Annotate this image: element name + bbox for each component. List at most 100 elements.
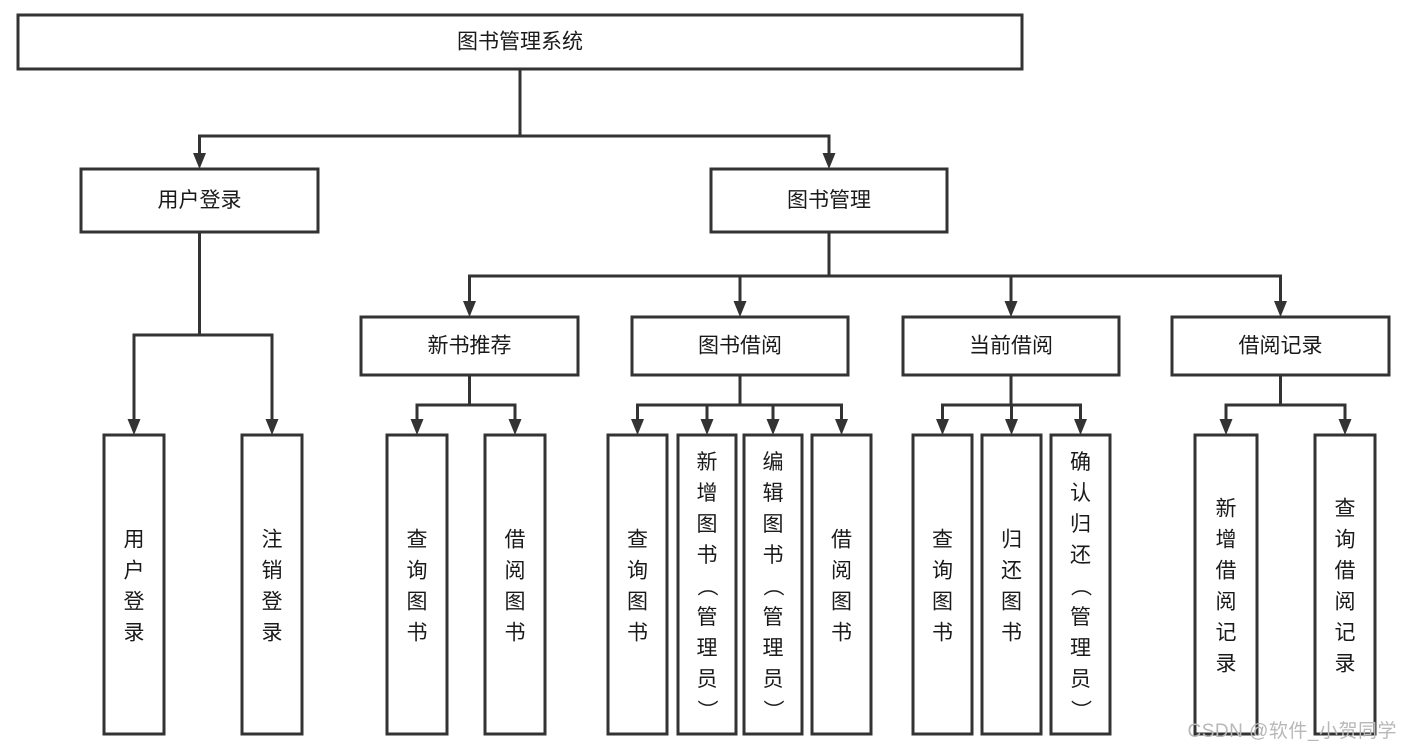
connector-group: [193, 67, 836, 169]
node-book-borrow[interactable]: 图书借阅: [630, 315, 850, 377]
connector-group: [1219, 373, 1352, 435]
node-label: 图书借阅: [698, 335, 782, 358]
node-label-char: 员: [1070, 668, 1091, 691]
node-label-char: 录: [1216, 653, 1237, 676]
node-box[interactable]: [630, 315, 850, 377]
node-label-char: 阅: [505, 560, 526, 583]
node-label-char: （: [695, 576, 718, 597]
node-label-char: 阅: [1335, 591, 1356, 614]
arrow-head-icon: [508, 419, 522, 435]
node-new-book-rec[interactable]: 新书推荐: [359, 315, 580, 377]
node-label: 借阅记录: [1239, 335, 1323, 358]
node-box[interactable]: [1049, 433, 1112, 736]
node-label-char: ）: [695, 700, 718, 721]
node-label-char: 阅: [831, 560, 852, 583]
node-box[interactable]: [606, 433, 669, 736]
node-box[interactable]: [16, 13, 1024, 71]
node-label-char: 管: [697, 606, 718, 629]
node-label: 图书管理: [787, 189, 871, 212]
node-label-char: 图: [697, 513, 718, 536]
node-box[interactable]: [240, 433, 304, 736]
arrow-head-icon: [1338, 419, 1352, 435]
node-label-char: 书: [932, 622, 953, 645]
node-label-char: 借: [505, 529, 526, 552]
node-box[interactable]: [980, 433, 1043, 736]
connector-group: [936, 373, 1087, 435]
node-label-char: 登: [124, 591, 145, 614]
node-box[interactable]: [911, 433, 974, 736]
arrow-head-icon: [835, 419, 848, 435]
node-box[interactable]: [1313, 433, 1377, 736]
node-book-manage[interactable]: 图书管理: [709, 167, 949, 234]
csdn-watermark: CSDN @软件_小贺同学: [1187, 721, 1397, 742]
node-label-char: 归: [1001, 529, 1022, 552]
node-label-char: 认: [1070, 482, 1091, 505]
node-label-char: 编: [763, 451, 784, 474]
node-label-char: 书: [763, 544, 784, 567]
node-label-char: （: [761, 576, 784, 597]
node-box[interactable]: [102, 433, 166, 736]
node-label-char: 图: [831, 591, 852, 614]
node-label-char: 户: [124, 560, 145, 583]
node-label-char: 询: [1335, 529, 1356, 552]
node-box[interactable]: [1170, 315, 1391, 377]
connectors-layer: [127, 67, 1352, 435]
arrow-head-icon: [1005, 419, 1018, 435]
node-box[interactable]: [359, 315, 580, 377]
node-box[interactable]: [709, 167, 949, 234]
node-label-char: 询: [627, 560, 648, 583]
node-label-char: 图: [932, 591, 953, 614]
node-box[interactable]: [901, 315, 1121, 377]
node-label-char: 图: [763, 513, 784, 536]
node-label-char: 询: [932, 560, 953, 583]
node-box[interactable]: [1193, 433, 1259, 736]
node-label-char: 注: [262, 529, 283, 552]
node-label-char: （: [1069, 576, 1092, 597]
node-box[interactable]: [79, 167, 320, 234]
node-current-borrow[interactable]: 当前借阅: [901, 315, 1121, 377]
node-label-char: 员: [763, 668, 784, 691]
arrow-head-icon: [193, 153, 206, 169]
arrow-head-icon: [463, 301, 476, 317]
node-box[interactable]: [810, 433, 873, 736]
node-label-char: 销: [262, 560, 283, 583]
arrow-head-icon: [127, 419, 141, 435]
node-user-login[interactable]: 用户登录: [79, 167, 320, 234]
node-borrow-record[interactable]: 借阅记录: [1170, 315, 1391, 377]
node-label-char: 记: [1335, 622, 1356, 645]
node-label-char: 管: [1070, 606, 1091, 629]
node-label-char: 图: [1001, 591, 1022, 614]
node-leaf-user-login[interactable]: 用户登录: [102, 433, 166, 736]
node-label-char: 辑: [763, 482, 784, 505]
node-label-char: 员: [697, 668, 718, 691]
node-label-char: 理: [697, 637, 718, 660]
node-label-char: 管: [763, 606, 784, 629]
node-box[interactable]: [483, 433, 547, 736]
node-label-char: 图: [627, 591, 648, 614]
node-label-char: 阅: [1216, 591, 1237, 614]
node-root[interactable]: 图书管理系统: [16, 13, 1024, 71]
node-label-char: ）: [761, 700, 784, 721]
arrow-head-icon: [700, 419, 714, 435]
node-label-char: 增: [697, 482, 718, 505]
node-box[interactable]: [676, 433, 738, 736]
arrow-head-icon: [1274, 301, 1287, 317]
node-box[interactable]: [742, 433, 804, 736]
node-label: 当前借阅: [969, 335, 1053, 358]
node-box[interactable]: [385, 433, 449, 736]
node-label-char: 查: [627, 529, 648, 552]
node-label-char: 借: [831, 529, 852, 552]
node-label-char: ）: [1069, 700, 1092, 721]
